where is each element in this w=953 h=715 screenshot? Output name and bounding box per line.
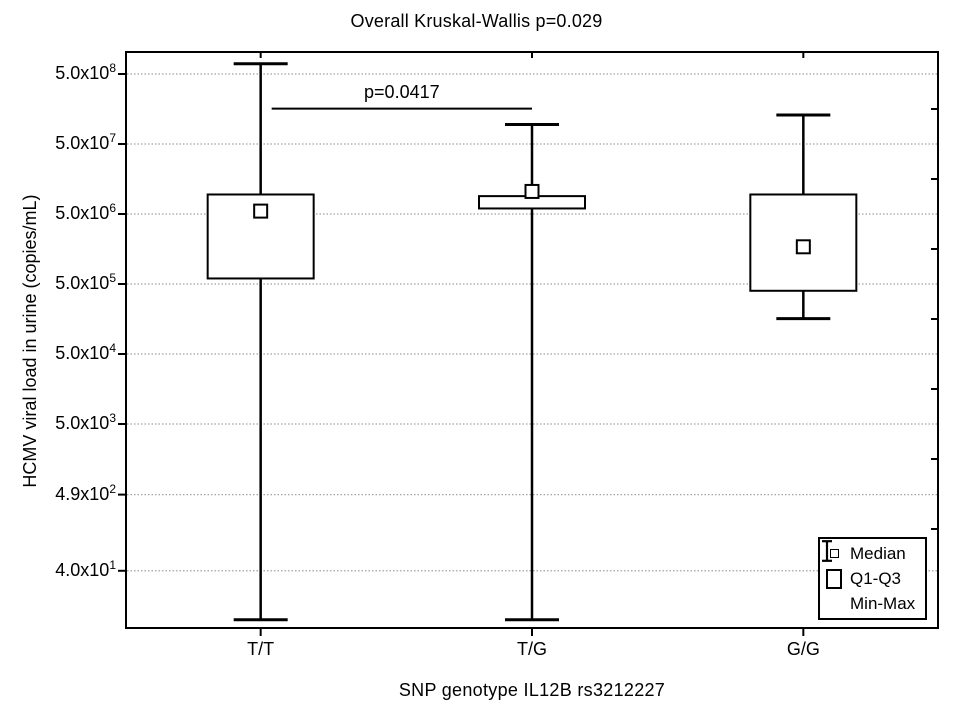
y-tick-label: 5.0x104 <box>55 341 116 363</box>
box-series-TT <box>206 62 315 622</box>
legend-item-minmax: Min-Max <box>822 540 923 614</box>
y-tick-label: 5.0x106 <box>55 201 116 223</box>
chart-title: Overall Kruskal-Wallis p=0.029 <box>350 11 603 31</box>
q1-q3-box-icon <box>825 568 843 589</box>
box-series-GG <box>749 113 858 321</box>
legend-label-median: Median <box>850 543 906 563</box>
legend: Median Q1-Q3 Min-Max <box>818 537 927 620</box>
x-category-label: T/T <box>247 639 275 659</box>
median-marker-icon <box>825 549 843 558</box>
x-category-label: G/G <box>786 639 820 659</box>
x-axis-title: SNP genotype IL12B rs3212227 <box>398 680 666 700</box>
median-marker <box>795 239 811 255</box>
legend-item-q1q3: Q1-Q3 <box>825 568 923 589</box>
y-tick-label: 4.9x102 <box>55 481 116 504</box>
y-tick-label: 5.0x107 <box>55 131 116 153</box>
y-tick-label: 5.0x108 <box>55 61 116 83</box>
median-marker <box>524 183 540 199</box>
legend-item-median: Median <box>825 544 923 564</box>
median-marker <box>253 203 269 219</box>
y-tick-label: 5.0x105 <box>55 271 116 293</box>
y-tick-label: 4.0x101 <box>55 557 116 580</box>
x-category-label: T/G <box>517 639 547 659</box>
y-tick-label: 5.0x103 <box>55 411 116 433</box>
legend-label-q1q3: Q1-Q3 <box>850 568 902 588</box>
legend-label-minmax: Min-Max <box>850 593 916 613</box>
box-series-TG <box>478 122 586 622</box>
significance-p-value: p=0.0417 <box>364 81 440 102</box>
